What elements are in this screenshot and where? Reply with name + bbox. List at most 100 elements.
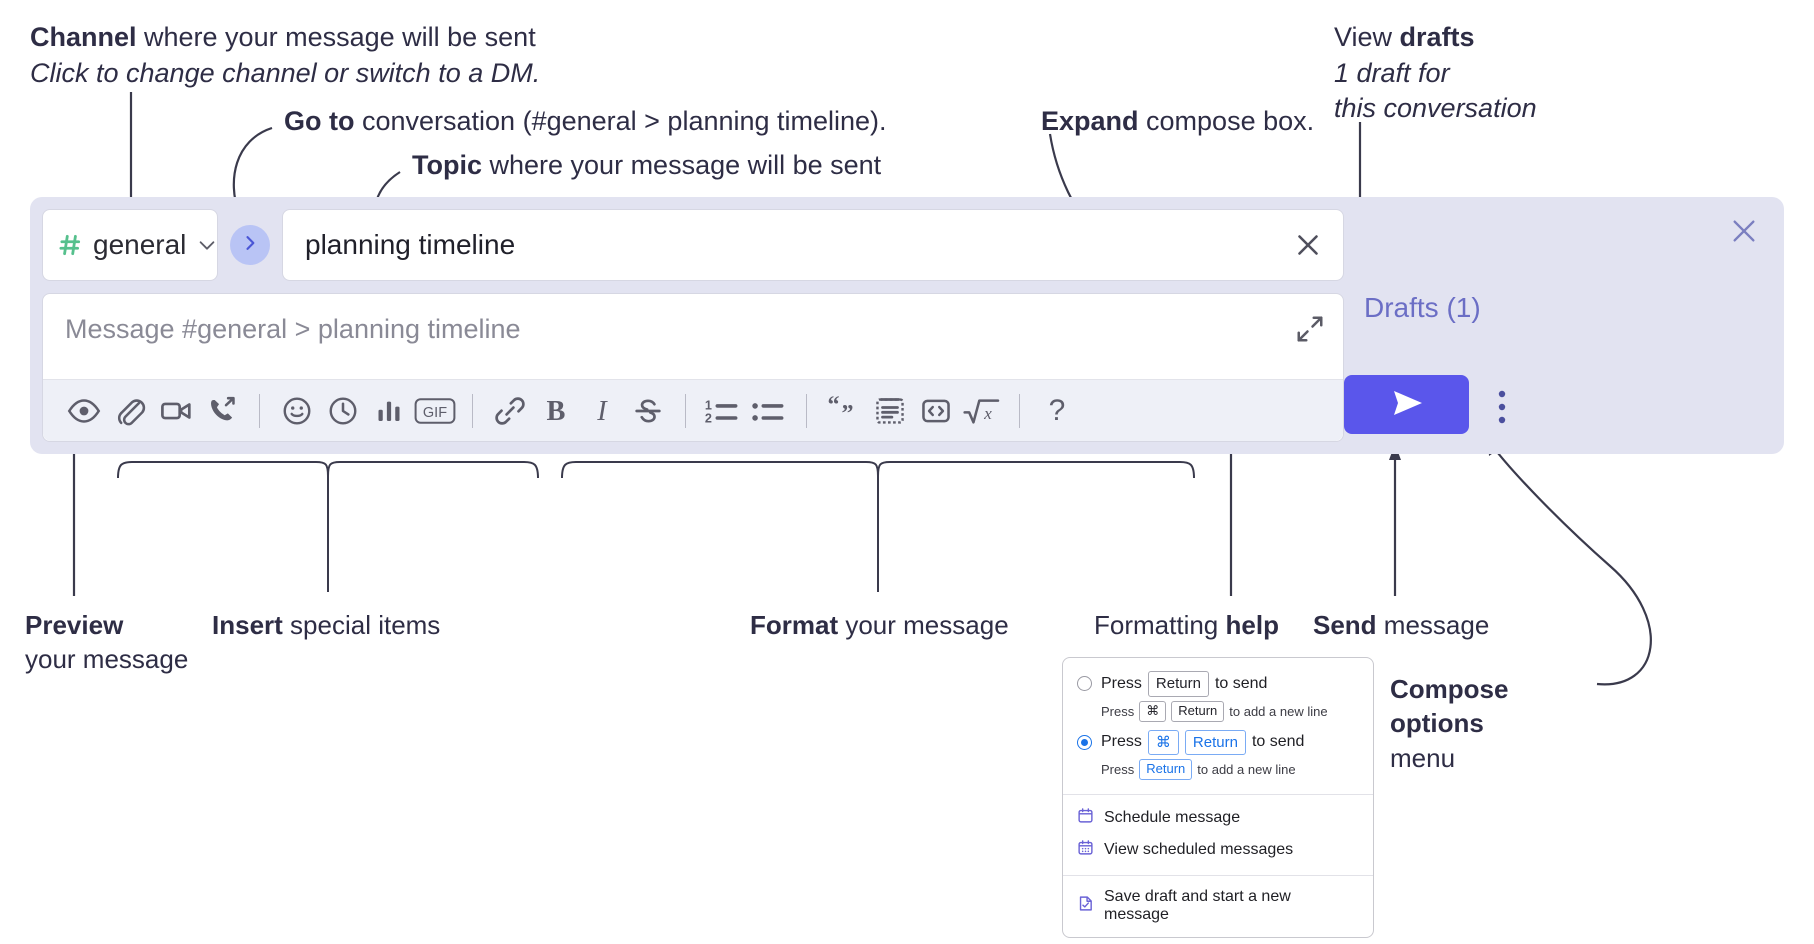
annotation-topic-bold: Topic: [412, 150, 482, 180]
hash-icon: [57, 232, 83, 258]
menu-item-label: Save draft and start a new message: [1104, 888, 1291, 924]
annotation-send-rest: message: [1376, 610, 1490, 640]
annotation-channel: Channel where your message will be sent …: [30, 20, 540, 91]
bold-icon[interactable]: B: [533, 388, 579, 434]
annotation-drafts-plain: View: [1334, 22, 1400, 52]
help-question-label: ?: [1048, 393, 1066, 427]
toolbar-divider: [472, 393, 473, 428]
code-block-icon[interactable]: [867, 388, 913, 434]
menu-option-return-to-send[interactable]: Press Return to send: [1063, 668, 1373, 700]
opt2-sub-prefix: Press: [1101, 762, 1135, 778]
emoji-smiley-icon[interactable]: [274, 388, 320, 434]
radio-selected-icon[interactable]: [1077, 734, 1092, 750]
radio-unselected-icon[interactable]: [1077, 676, 1092, 692]
help-question-icon[interactable]: ?: [1034, 388, 1080, 434]
compose-options-menu: Press Return to send Press ⌘ Return to a…: [1062, 657, 1374, 939]
annotation-expand: Expand compose box.: [1041, 104, 1314, 140]
send-paper-plane-icon: [1384, 386, 1430, 423]
toolbar-divider: [1019, 393, 1020, 428]
annotation-compose-options: Compose options menu: [1390, 672, 1580, 775]
kbd-command: ⌘: [1147, 729, 1179, 756]
menu-item-label: View scheduled messages: [1104, 841, 1294, 859]
annotation-help-bold: help: [1225, 610, 1279, 640]
annotation-goto-bold: Go to: [284, 106, 355, 136]
math-sqrt-icon[interactable]: x: [959, 388, 1005, 434]
channel-name: general: [93, 229, 187, 260]
annotation-preview-line2: your message: [25, 644, 189, 675]
clock-icon[interactable]: [320, 388, 366, 434]
annotation-goto: Go to conversation (#general > planning …: [284, 104, 887, 140]
annotation-topic-rest: where your message will be sent: [482, 150, 882, 180]
svg-text:B: B: [547, 396, 566, 427]
annotation-help-plain: Formatting: [1094, 610, 1226, 640]
opt2-suffix: to send: [1251, 733, 1305, 751]
menu-item-schedule-message[interactable]: Schedule message: [1063, 802, 1373, 834]
toolbar-divider: [806, 393, 807, 428]
goto-conversation-button[interactable]: [230, 225, 270, 265]
gif-icon[interactable]: GIF: [412, 388, 458, 434]
kbd-return: Return: [1139, 759, 1193, 781]
svg-text:GIF: GIF: [423, 405, 447, 421]
kbd-return: Return: [1171, 700, 1225, 722]
calendar-icon: [1077, 807, 1094, 829]
attachment-paperclip-icon[interactable]: [107, 388, 153, 434]
chevron-down-icon: [196, 234, 218, 256]
annotation-expand-rest: compose box.: [1138, 106, 1315, 136]
send-button[interactable]: [1344, 375, 1469, 434]
strikethrough-icon[interactable]: [625, 388, 671, 434]
annotation-channel-rest: where your message will be sent: [136, 22, 536, 52]
topic-value: planning timeline: [305, 229, 516, 260]
save-draft-icon: [1077, 895, 1094, 917]
poll-bar-chart-icon[interactable]: [366, 388, 412, 434]
compose-top-row: general planning timeline: [42, 209, 1344, 281]
panel-close-icon[interactable]: [1728, 215, 1760, 247]
menu-item-save-draft[interactable]: Save draft and start a new message: [1063, 883, 1373, 929]
preview-icon[interactable]: [61, 388, 107, 434]
blockquote-icon[interactable]: “”: [821, 388, 867, 434]
svg-text:I: I: [596, 396, 608, 427]
drafts-link[interactable]: Drafts (1): [1364, 292, 1481, 323]
annotation-send: Send message: [1313, 608, 1489, 642]
svg-text:x: x: [983, 404, 992, 423]
annotation-topic: Topic where your message will be sent: [412, 148, 881, 184]
opt1-sub-suffix: to add a new line: [1229, 703, 1328, 719]
compose-right-rail: Drafts (1): [1344, 197, 1784, 454]
annotation-insert-rest: special items: [282, 610, 441, 640]
menu-option-sub-newline: Press ⌘ Return to add a new line: [1063, 700, 1373, 727]
phone-forward-icon[interactable]: [199, 388, 245, 434]
compose-options-kebab-icon[interactable]: [1490, 387, 1514, 427]
svg-text:1: 1: [705, 398, 712, 412]
menu-item-label: Schedule message: [1104, 809, 1241, 827]
video-camera-icon[interactable]: [153, 388, 199, 434]
formatting-toolbar: GIF B I: [43, 379, 1343, 441]
kbd-command: ⌘: [1139, 700, 1167, 722]
opt1-prefix: Press: [1101, 674, 1142, 692]
annotation-compose-bold1: Compose: [1390, 674, 1509, 704]
annotation-help: Formatting help: [1094, 608, 1279, 642]
topic-clear-close-icon[interactable]: [1291, 228, 1325, 262]
annotation-drafts: View drafts 1 draft for this conversatio…: [1334, 20, 1537, 127]
italic-icon[interactable]: I: [579, 388, 625, 434]
menu-option-sub-newline: Press Return to add a new line: [1063, 758, 1373, 785]
link-icon[interactable]: [487, 388, 533, 434]
compose-inner: general planning timeline: [42, 209, 1344, 442]
annotation-drafts-italic2: this conversation: [1334, 93, 1537, 124]
topic-field[interactable]: planning timeline: [282, 209, 1344, 281]
calendar-list-icon: [1077, 839, 1094, 861]
menu-option-label: Press Return to send: [1101, 671, 1267, 697]
channel-picker[interactable]: general: [42, 209, 218, 281]
code-icon[interactable]: [913, 388, 959, 434]
annotation-send-bold: Send: [1313, 610, 1377, 640]
message-placeholder: Message #general > planning timeline: [65, 314, 521, 344]
annotation-expand-bold: Expand: [1041, 106, 1139, 136]
message-input-box[interactable]: Message #general > planning timeline: [42, 293, 1344, 442]
toolbar-divider: [259, 393, 260, 428]
bulleted-list-icon[interactable]: [746, 388, 792, 434]
menu-item-view-scheduled-messages[interactable]: View scheduled messages: [1063, 834, 1373, 866]
menu-option-cmd-return-to-send[interactable]: Press ⌘ Return to send: [1063, 727, 1373, 759]
expand-icon[interactable]: [1295, 314, 1325, 344]
svg-text:2: 2: [705, 411, 712, 425]
